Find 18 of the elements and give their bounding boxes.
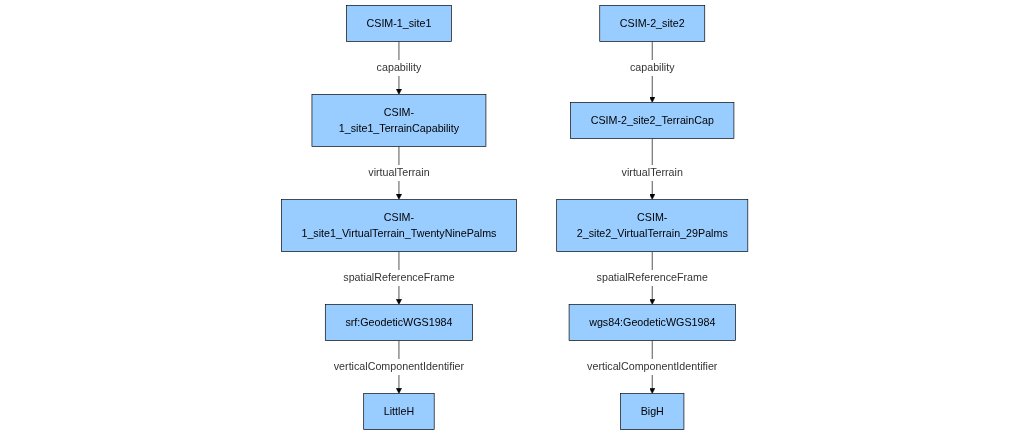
edge-label: spatialReferenceFrame bbox=[596, 272, 708, 284]
node-box: CSIM-2_site2_VirtualTerrain_29Palms bbox=[556, 199, 749, 252]
edge-label: spatialReferenceFrame bbox=[343, 272, 455, 284]
node-box: CSIM-2_site2_TerrainCap bbox=[570, 102, 735, 139]
edge-label: verticalComponentIdentifier bbox=[586, 361, 718, 373]
node-box: CSIM-2_site2 bbox=[599, 5, 705, 42]
node-box: CSIM-1_site1_TerrainCapability bbox=[311, 94, 487, 147]
edge-label: virtualTerrain bbox=[368, 166, 430, 179]
edge-label: virtualTerrain bbox=[621, 166, 683, 179]
node-box: CSIM-1_site1_VirtualTerrain_TwentyNinePalms bbox=[280, 199, 517, 252]
node-box: CSIM-1_site1 bbox=[346, 5, 452, 42]
node-box: BigH bbox=[620, 393, 685, 430]
edge-label: capability bbox=[629, 61, 675, 74]
edge-label: capability bbox=[376, 61, 422, 74]
edge-label: verticalComponentIdentifier bbox=[333, 361, 465, 373]
node-box: srf:GeodeticWGS1984 bbox=[324, 304, 473, 341]
node-box: wgs84:GeodeticWGS1984 bbox=[568, 304, 736, 341]
node-box: LittleH bbox=[363, 393, 435, 430]
